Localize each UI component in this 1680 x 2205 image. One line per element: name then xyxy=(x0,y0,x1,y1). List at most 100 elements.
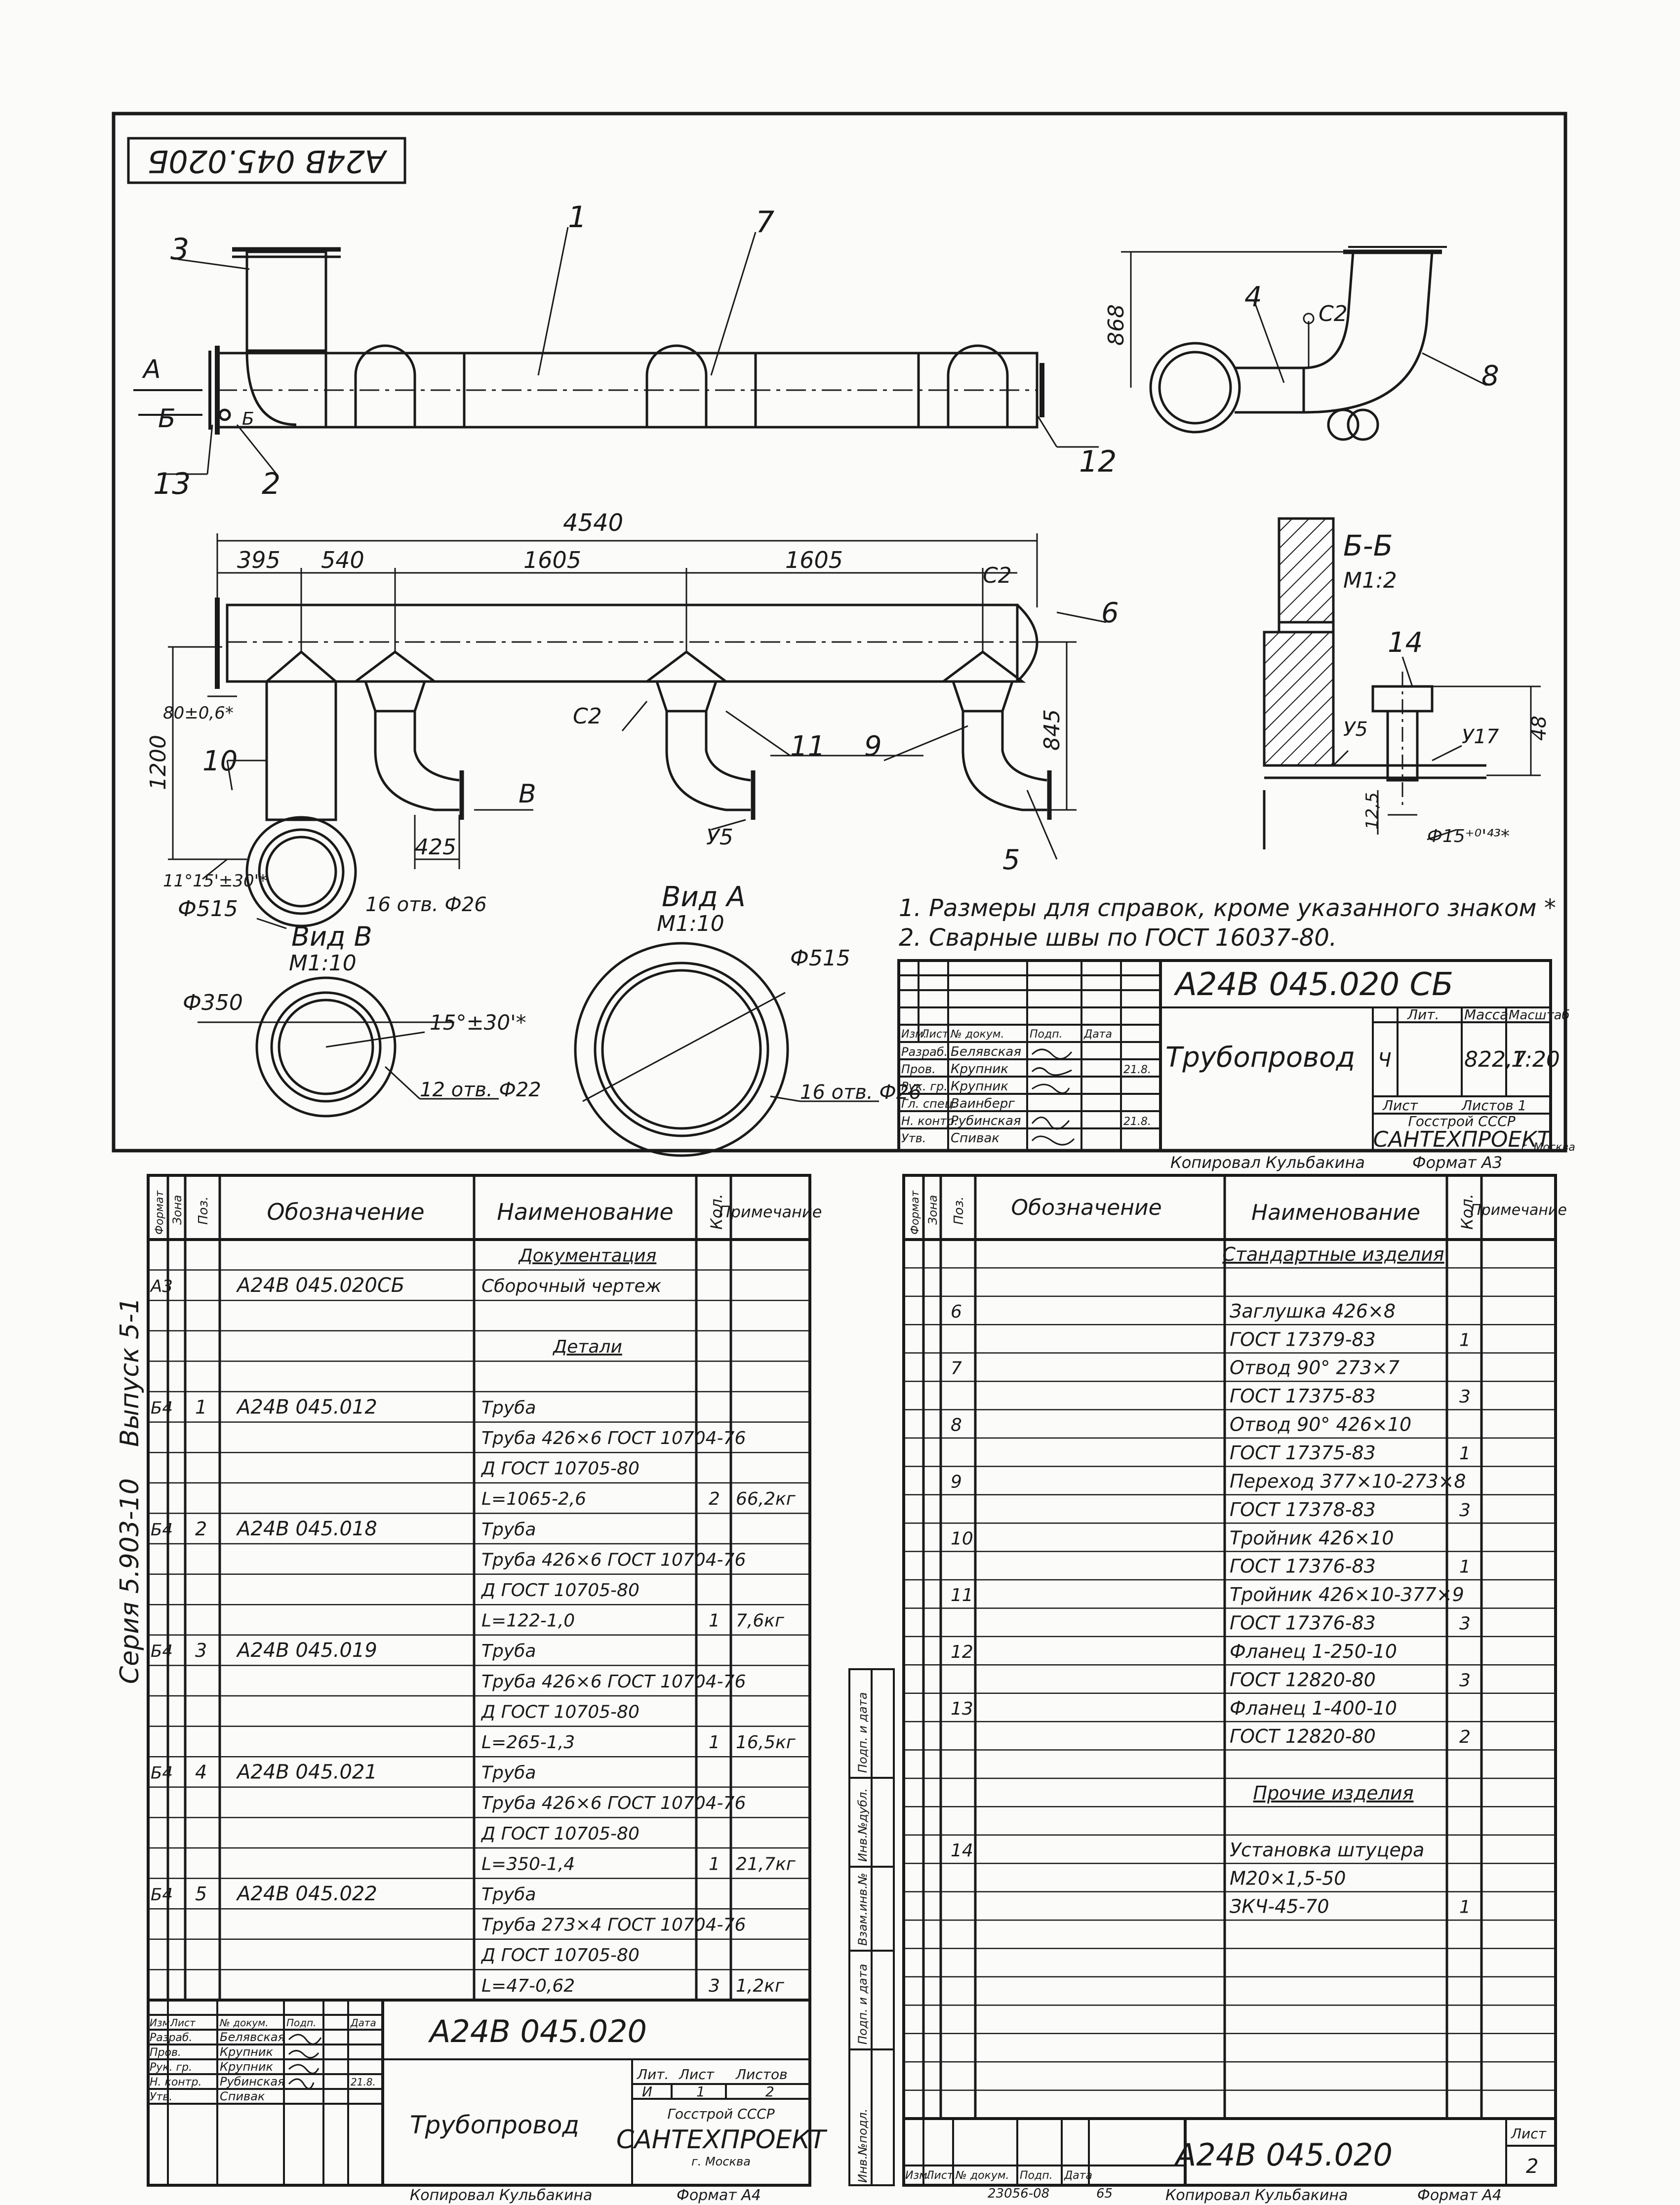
spec-left-des: А24В 045.019 xyxy=(236,1639,377,1662)
tb-left-name: Трубопровод xyxy=(410,2111,579,2139)
tb-left-r1-name: Крупник xyxy=(220,2045,273,2059)
spec-right-name: ЗКЧ-45-70 xyxy=(1230,1896,1329,1918)
tb-left-org2: САНТЕХПРОЕКТ xyxy=(616,2125,828,2155)
spec-right-name: Тройник 426×10-377×9 xyxy=(1230,1584,1464,1605)
spec-left-h-note: Примечание xyxy=(719,1203,822,1221)
dim-845: 845 xyxy=(1040,709,1065,751)
tb-left-hdr-3: Подп. xyxy=(286,2017,317,2029)
spec-left-name: Труба xyxy=(481,1520,536,1540)
tb-top-code: А24В 045.020 СБ xyxy=(1173,966,1453,1003)
view-a-title: Вид А xyxy=(662,881,746,913)
tb-right-hdr-4: Дата xyxy=(1064,2169,1092,2182)
c2-front-mid: С2 xyxy=(573,704,602,729)
spec-right-qty: 1 xyxy=(1459,1897,1471,1918)
tb-left-r0-name: Белявская xyxy=(220,2030,285,2044)
callout-14: 14 xyxy=(1388,627,1423,659)
view-a-phi: Ф515 xyxy=(790,946,850,971)
tb-top-mass: 822,7 xyxy=(1464,1047,1526,1072)
spec-left-name: Д ГОСТ 10705-80 xyxy=(480,1824,640,1844)
callout-2: 2 xyxy=(262,467,280,501)
spec-left-h-fmt: Формат xyxy=(154,1190,166,1235)
tb-top-r3-name: Ваинберг xyxy=(951,1096,1015,1111)
spec-left-qty: 1 xyxy=(709,1611,720,1631)
tb-left-hdr-2: № докум. xyxy=(219,2017,269,2029)
callout-4: 4 xyxy=(1244,281,1262,313)
tb-left-sheets: 2 xyxy=(765,2084,774,2100)
tb-left-copied: Копировал Кульбакина xyxy=(410,2187,592,2204)
spec-left-name: Труба 426×6 ГОСТ 10704-76 xyxy=(481,1428,746,1448)
spec-right-name: Фланец 1-400-10 xyxy=(1230,1697,1397,1719)
u17: У17 xyxy=(1462,725,1499,748)
tb-right-order: 23056-08 xyxy=(988,2186,1049,2201)
spec-right-row-lines xyxy=(904,1267,1556,2120)
spec-left-fmt: А3 xyxy=(150,1277,173,1296)
spec-left-name: Д ГОСТ 10705-80 xyxy=(480,1702,640,1722)
spec-right-pos: 8 xyxy=(951,1415,962,1436)
spec-right-name: Фланец 1-250-10 xyxy=(1230,1641,1397,1662)
tb-top-r4-role: Н. контр. xyxy=(901,1114,958,1128)
tb-left-r1-role: Пров. xyxy=(150,2046,181,2059)
spec-right-h-qty: Кол. xyxy=(1458,1194,1477,1230)
spec-left-des: А24В 045.022 xyxy=(236,1883,377,1905)
arrow-v-label: В xyxy=(519,779,536,809)
spec-left-des: А24В 045.018 xyxy=(236,1518,377,1540)
spec-right-pos: 7 xyxy=(951,1359,962,1379)
side-label-0: Инв.№подл. xyxy=(856,2109,870,2183)
callout-12: 12 xyxy=(1079,444,1117,479)
tb-top-hdr-2: № докум. xyxy=(950,1028,1004,1041)
spec-right-name: Стандартные изделия xyxy=(1222,1243,1444,1265)
side-stamp-box xyxy=(848,1668,895,2186)
tb-top-copied: Копировал Кульбакина xyxy=(1170,1153,1365,1172)
spec-left-fmt: Б4 xyxy=(151,1520,173,1540)
spec-left-note: 1,2кг xyxy=(736,1976,785,1996)
tb-left-r2-role: Рук. гр. xyxy=(150,2061,192,2074)
view-a-holes: 16 отв. Ф26 xyxy=(800,1081,921,1104)
front-view-assembly xyxy=(215,598,1052,927)
tb-right-hdr-1: Лист xyxy=(925,2169,954,2182)
spec-right-name: Заглушка 426×8 xyxy=(1230,1300,1396,1322)
spec-right-qty: 3 xyxy=(1459,1500,1471,1521)
spec-left-name: Труба xyxy=(481,1398,536,1418)
dim-12-5: 12,5 xyxy=(1362,792,1382,830)
tb-left-sheets-h: Листов xyxy=(735,2066,788,2083)
tb-top-format: Формат А3 xyxy=(1412,1153,1502,1172)
u5-front: У5 xyxy=(706,825,733,850)
spec-left-h-qty: Кол. xyxy=(707,1194,726,1230)
callout-6: 6 xyxy=(1101,597,1119,629)
note-2: 2. Сварные швы по ГОСТ 16037-80. xyxy=(899,924,1337,952)
spec-left-name: Труба xyxy=(481,1763,536,1783)
tb-top-sheets-h: Листов 1 xyxy=(1461,1097,1526,1114)
spec-right-pos: 10 xyxy=(951,1528,973,1549)
spec-left-name: Труба 273×4 ГОСТ 10704-76 xyxy=(481,1915,746,1935)
spec-right-pos: 6 xyxy=(951,1302,962,1322)
spec-left-name: Д ГОСТ 10705-80 xyxy=(480,1459,640,1479)
callout-5: 5 xyxy=(1002,844,1020,876)
tb-left xyxy=(148,2000,810,2185)
spec-right-qty: 2 xyxy=(1459,1727,1471,1747)
dim-48: 48 xyxy=(1528,716,1551,741)
spec-right-name: ГОСТ 12820-80 xyxy=(1230,1725,1376,1747)
spec-left-qty: 2 xyxy=(709,1489,720,1509)
spec-left-fmt: Б4 xyxy=(151,1398,173,1418)
dim-425: 425 xyxy=(415,835,456,860)
spec-right-name: Установка штуцера xyxy=(1230,1839,1424,1861)
view-v-holes: 12 отв. Ф22 xyxy=(420,1079,541,1101)
spec-right-name: ГОСТ 17379-83 xyxy=(1230,1328,1376,1350)
tb-left-r4-role: Утв. xyxy=(150,2091,172,2103)
side-view-dims xyxy=(1121,251,1487,388)
tb-top-org3: г. Москва xyxy=(1521,1141,1575,1154)
dim-868: 868 xyxy=(1104,304,1129,346)
tb-left-r0-role: Разраб. xyxy=(150,2032,192,2044)
spec-left-qty: 3 xyxy=(709,1976,720,1996)
b5-label: Б xyxy=(242,409,254,429)
spec-right-name: Тройник 426×10 xyxy=(1230,1527,1394,1549)
spec-left-pos: 1 xyxy=(195,1396,207,1418)
tb-right-sheet: 2 xyxy=(1526,2155,1538,2178)
c2-front-top: С2 xyxy=(983,563,1012,588)
dim-540: 540 xyxy=(321,547,364,573)
tb-left-lit-h: Лит. xyxy=(637,2066,669,2083)
tb-top-name: Трубопровод xyxy=(1165,1042,1355,1074)
tb-left-hdr-4: Дата xyxy=(350,2017,376,2029)
